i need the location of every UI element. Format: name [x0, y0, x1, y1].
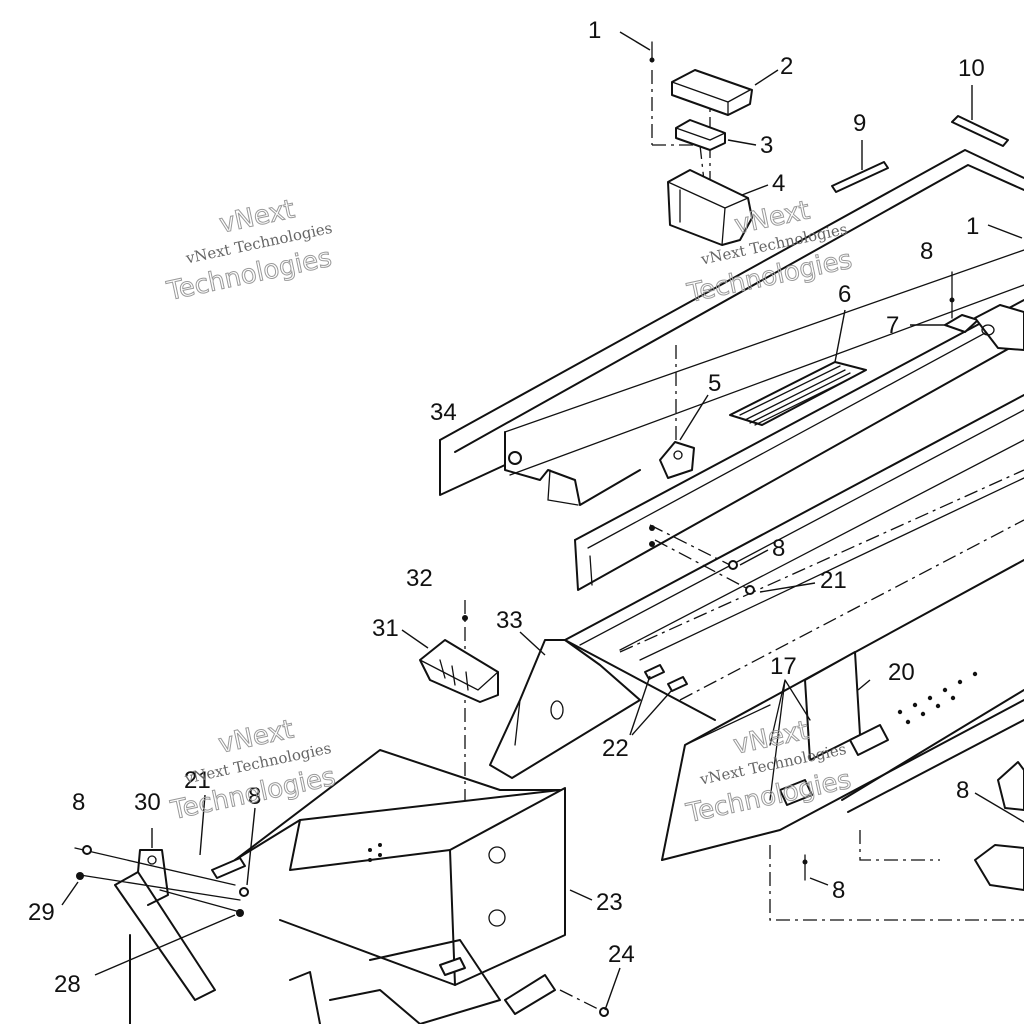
perforation-dots	[897, 671, 978, 725]
part-group-top-left	[619, 31, 779, 246]
callout-3: 3	[760, 132, 773, 159]
callout-34: 34	[430, 399, 457, 426]
middle-fasteners	[649, 524, 816, 595]
callout-2: 2	[780, 53, 793, 80]
callout-28: 28	[54, 971, 81, 998]
callout-32: 32	[406, 565, 433, 592]
callout-8-lower-right: 8	[832, 877, 845, 904]
callout-21-left: 21	[184, 767, 211, 794]
callout-4: 4	[772, 170, 785, 197]
strips-9-10	[831, 85, 1009, 193]
callout-21-middle: 21	[820, 567, 847, 594]
callout-20: 20	[888, 659, 915, 686]
callout-labels: 1 2 3 4 10 9 1 8 6 7 5 34 8 21 32 31 33 …	[28, 17, 985, 998]
callout-1-top: 1	[588, 17, 601, 44]
callout-10: 10	[958, 55, 985, 82]
callout-8-right: 8	[956, 777, 969, 804]
center-plate	[659, 224, 1024, 479]
callout-5: 5	[708, 370, 721, 397]
callout-1-right: 1	[966, 213, 979, 240]
callout-6: 6	[838, 281, 851, 308]
chassis-tunnel	[439, 149, 1024, 779]
callout-30: 30	[134, 789, 161, 816]
callout-8-left: 8	[248, 783, 261, 810]
callout-17: 17	[770, 653, 797, 680]
callout-9: 9	[853, 110, 866, 137]
watermark-top-left: vNext vNext Technologies Technologies	[163, 194, 335, 308]
callout-33: 33	[496, 607, 523, 634]
bracket-31	[401, 600, 499, 800]
callout-8-middle: 8	[772, 535, 785, 562]
callout-8-far-left: 8	[72, 789, 85, 816]
callout-7: 7	[886, 312, 899, 339]
callout-8-upper: 8	[920, 238, 933, 265]
callout-23: 23	[596, 889, 623, 916]
callout-29: 29	[28, 899, 55, 926]
callout-22: 22	[602, 735, 629, 762]
left-bracket	[61, 794, 621, 1024]
front-bulkhead	[211, 749, 593, 1024]
right-lower-chassis	[629, 559, 1024, 921]
callout-31: 31	[372, 615, 399, 642]
callout-24: 24	[608, 941, 635, 968]
